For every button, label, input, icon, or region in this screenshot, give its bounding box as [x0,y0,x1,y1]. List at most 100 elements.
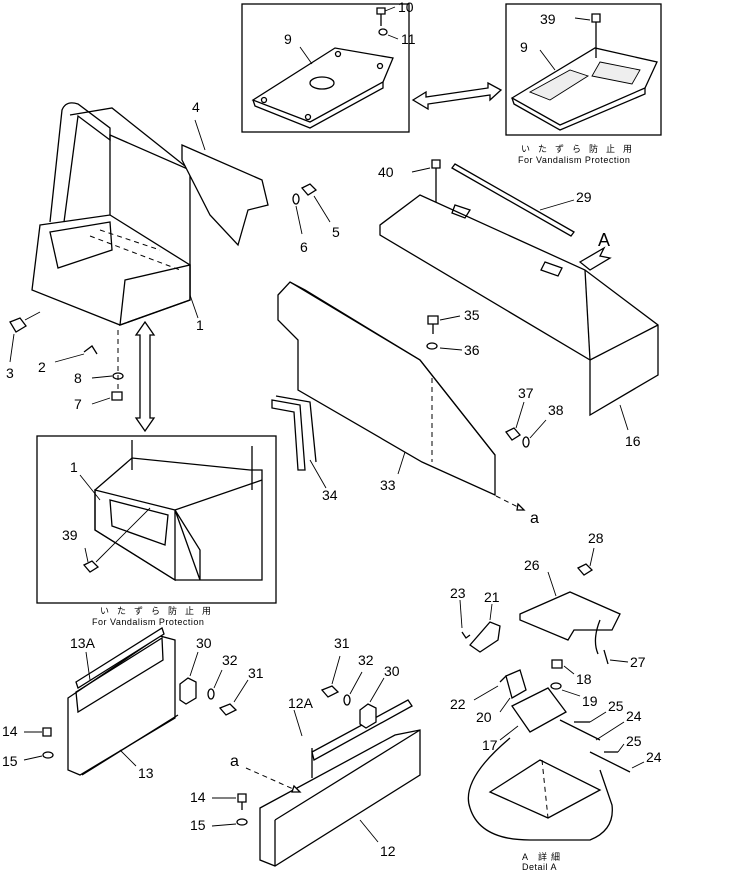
bolt-37-icon: 37 [505,385,534,441]
caption-vandal-en: For Vandalism Protection [518,155,630,165]
washer-38-icon: 38 [522,402,564,448]
washer-32a-icon: 32 [207,652,238,700]
callout-3: 3 [6,365,14,381]
callout-13A: 13A [70,635,96,651]
bolt-10-icon [376,7,386,26]
panel-13: 13A 13 [67,627,179,781]
callout-32-b: 32 [358,652,374,668]
caption-box-en: For Vandalism Protection [92,617,204,627]
callout-39: 39 [540,11,556,27]
inset-cover-plate: 10 11 9 [241,0,416,133]
callout-34: 34 [322,487,338,503]
callout-37: 37 [518,385,534,401]
callout-15-b: 15 [190,817,206,833]
plate-hole [309,76,335,90]
caption-detail-en: Detail A [522,862,557,871]
rail-13A [75,627,165,689]
callout-39-box: 39 [62,527,78,543]
callout-28: 28 [588,530,604,546]
cover-plate-4: 4 [181,99,269,247]
inset-frame [241,3,410,133]
callout-7: 7 [74,396,82,412]
callout-27: 27 [630,654,646,670]
bolt-35-icon: 35 [427,307,480,334]
latch-21-icon [469,621,501,653]
pin-24b-icon [589,751,631,773]
panel-12: 12A 12 [259,695,421,867]
washer-6-icon: 6 [292,193,308,255]
callout-20: 20 [476,709,492,725]
callout-8: 8 [74,370,82,386]
bolt-39-box-icon [82,560,100,573]
callout-31: 31 [248,665,264,681]
clip-2-icon: 2 [38,345,98,375]
bolt-5-icon: 5 [300,183,340,240]
callout-35: 35 [464,307,480,323]
inset-box-vandalism: 1 39 [36,435,277,604]
instrument-box-1 [31,102,191,326]
callout-24: 24 [626,708,642,724]
cover-33: 33 [277,281,496,497]
cover-plate-9-vandal [510,47,658,126]
handrail-icon [49,102,111,223]
ref-arrow-a-icon: a [495,495,539,527]
bolt-40-icon: 40 [378,159,441,204]
callout-31-b: 31 [334,635,350,651]
cover-16: A 16 [379,194,659,449]
callout-5: 5 [332,224,340,240]
callout-30: 30 [196,635,212,651]
callout-18: 18 [576,671,592,687]
bracket-30b-icon: 30 [359,663,400,729]
callout-19: 19 [582,693,598,709]
callout-29: 29 [576,189,592,205]
callout-25: 25 [608,698,624,714]
view-a-label: A [598,230,610,250]
callout-9: 9 [284,31,292,47]
callout-1: 1 [196,317,204,333]
washer-36-icon: 36 [426,342,480,358]
washer-19-icon [550,682,562,690]
seal-34: 34 [271,395,338,503]
caption-box-jp: いたずら防止用 [100,605,219,616]
callout-2: 2 [38,359,46,375]
callout-40: 40 [378,164,394,180]
caption-vandal-jp: いたずら防止用 [521,143,640,154]
callout-10: 10 [398,0,414,15]
knob-3-icon: 3 [6,311,41,381]
bolt-14a-icon: 14 [2,723,52,739]
ref-arrow-a2-icon: a [230,753,302,793]
callout-6: 6 [300,239,308,255]
callout-15: 15 [2,753,18,769]
detail-outline [467,737,613,841]
washer-15b-icon: 15 [190,817,248,833]
bolt-39-icon [591,13,601,58]
callout-32: 32 [222,652,238,668]
ref-a-label: a [530,510,539,527]
washer-11-icon [378,28,388,36]
vertical-double-arrow-icon [134,320,156,433]
bolt-31b-icon: 31 [320,635,350,698]
plate-26 [519,591,621,641]
callout-1-vandal: 1 [70,459,78,475]
callout-25-b: 25 [626,733,642,749]
bracket-30a-icon: 30 [179,635,212,705]
callout-12: 12 [380,843,396,859]
detail-a-assembly: 26 28 27 21 23 22 20 17 18 19 24 25 [450,530,662,841]
callout-36: 36 [464,342,480,358]
callout-26: 26 [524,557,540,573]
callout-9-vandal: 9 [520,39,528,55]
callout-21: 21 [484,589,500,605]
bracket-17 [511,687,567,733]
double-arrow-icon [411,81,503,111]
lever-20-icon [505,669,527,699]
callout-14: 14 [2,723,18,739]
bolt-28-icon [576,563,594,576]
pin-24a-icon [559,719,601,741]
callout-17: 17 [482,737,498,753]
callout-24-b: 24 [646,749,662,765]
rail-29: 29 [451,163,592,237]
callout-38: 38 [548,402,564,418]
bolt-7-icon: 7 [74,391,123,412]
